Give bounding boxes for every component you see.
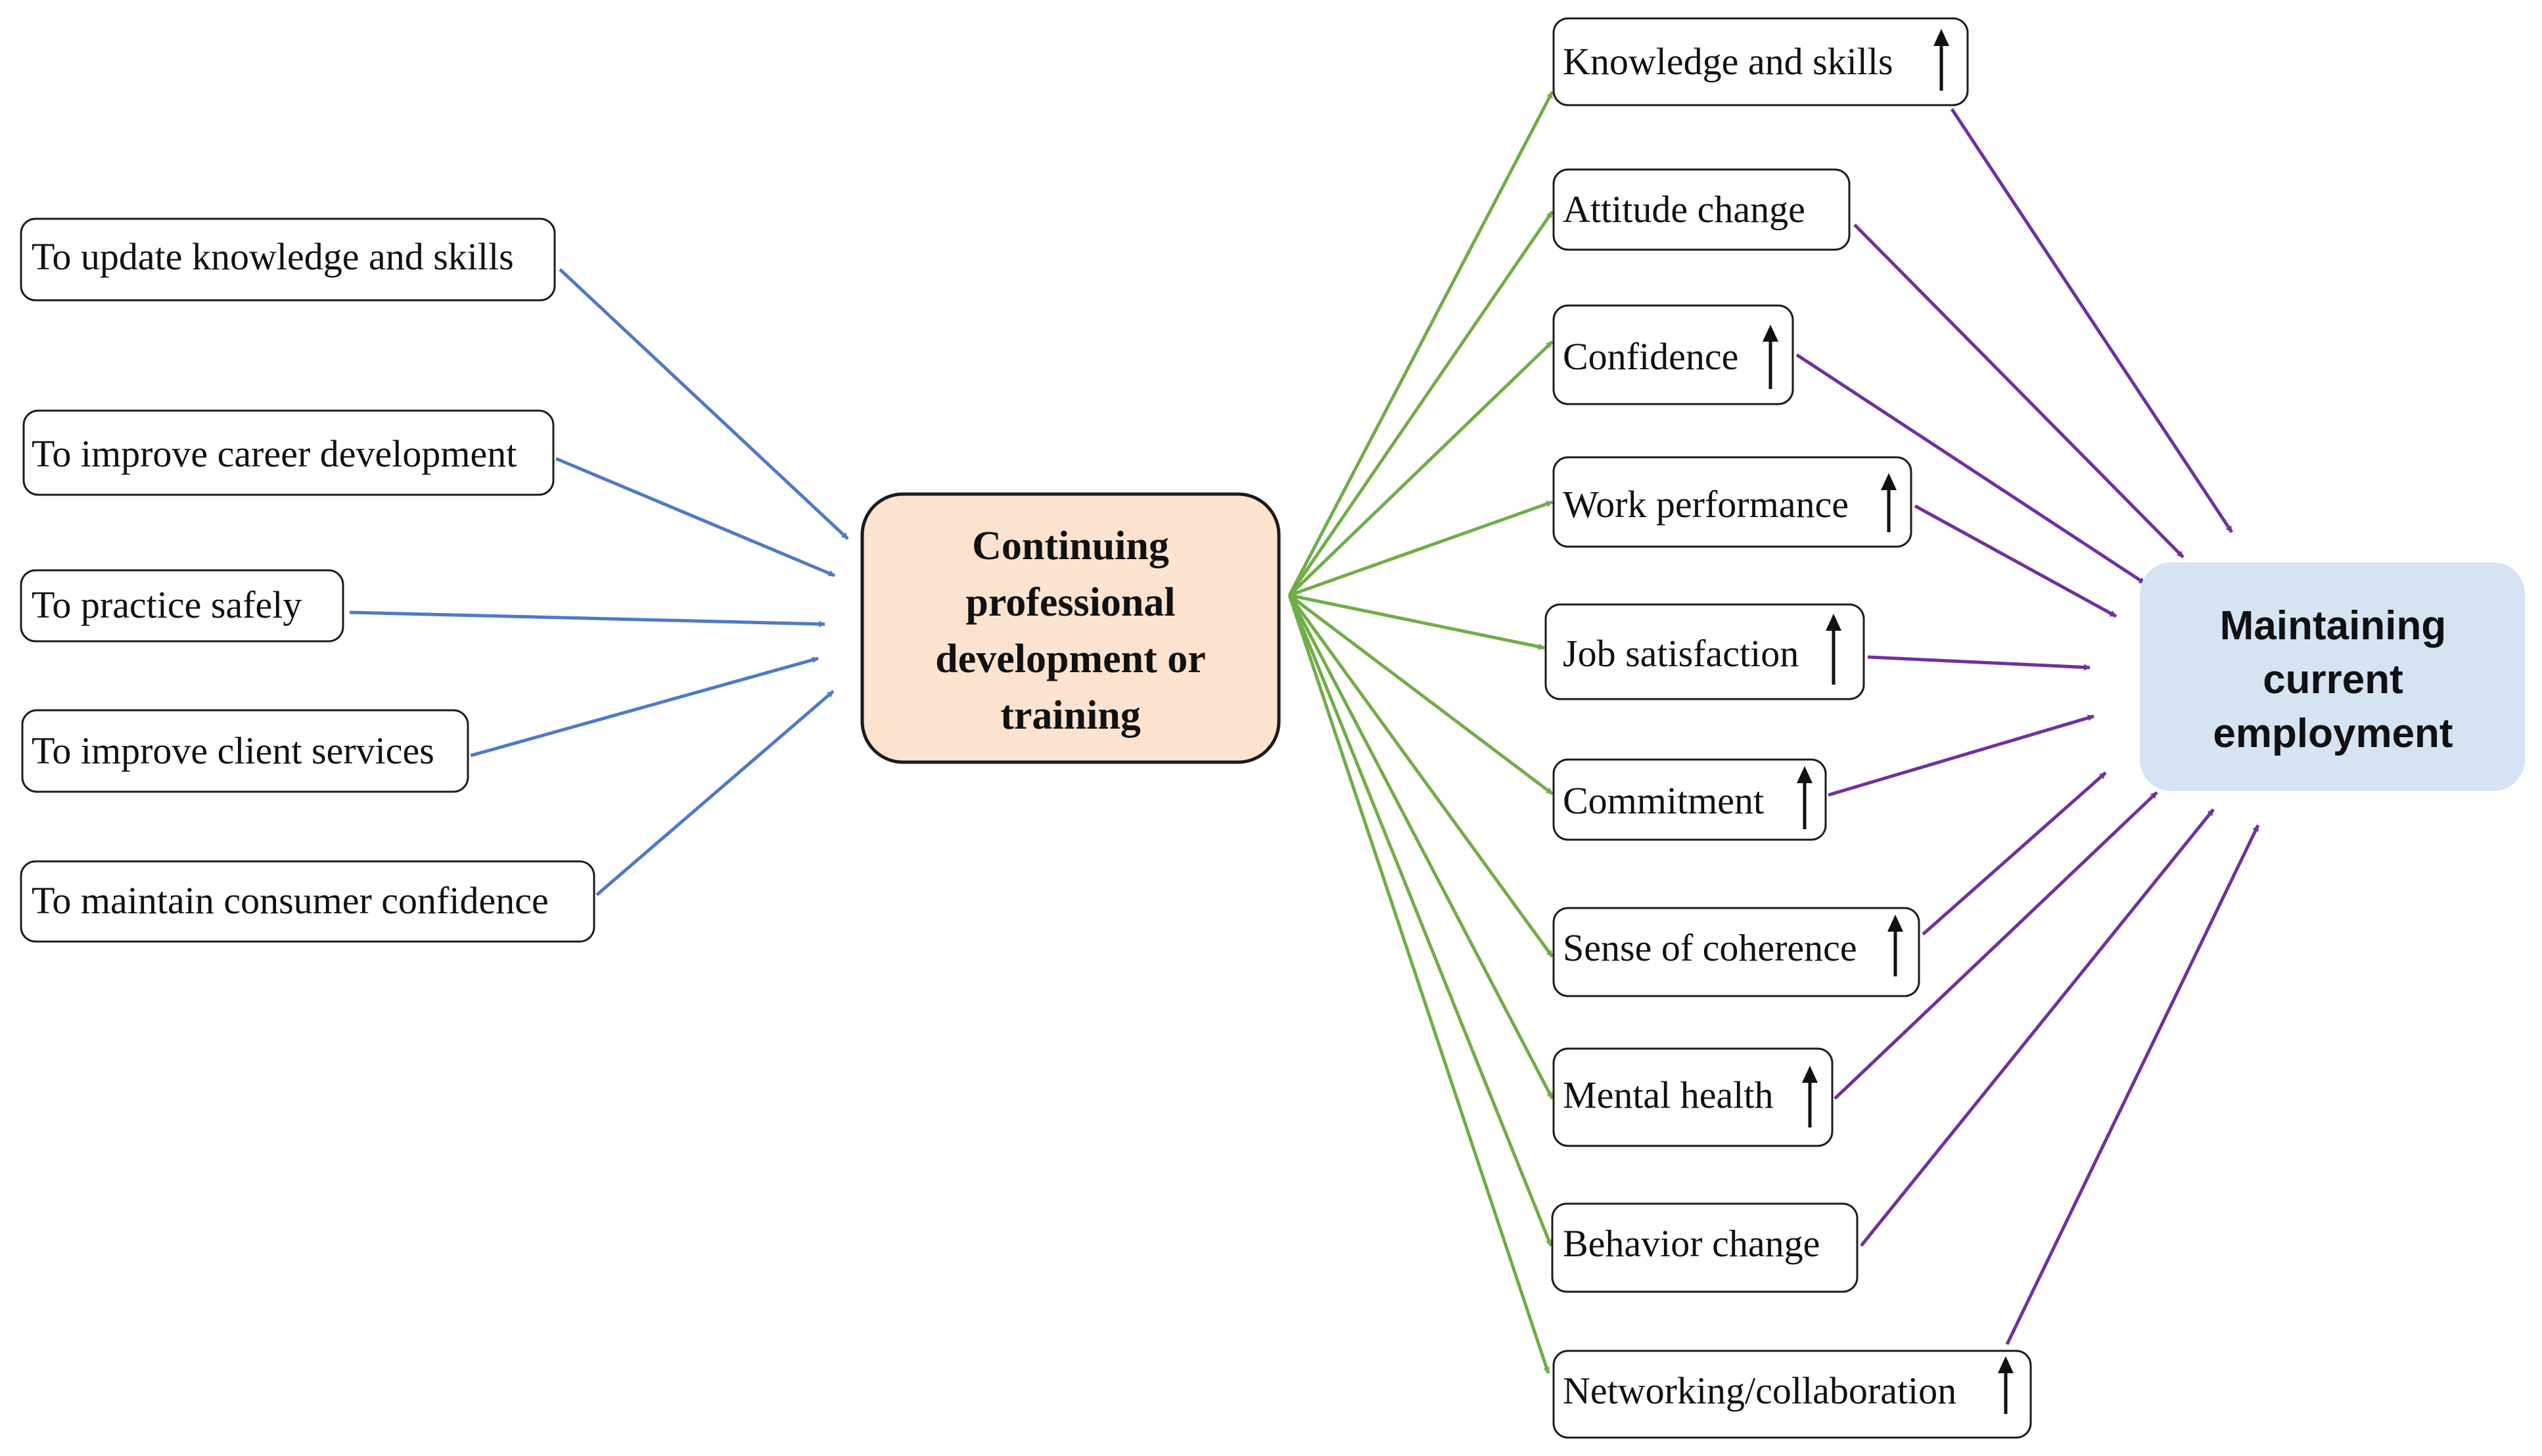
reason-box: To practice safely xyxy=(20,569,344,643)
effect-label: Mental health xyxy=(1563,1074,1774,1116)
effect-arrow xyxy=(1287,595,1553,1246)
effect-label: Knowledge and skills xyxy=(1563,40,1893,83)
effects-column: Knowledge and skills Attitude change Con… xyxy=(1544,17,2032,1439)
effect-box: Networking/collaboration xyxy=(1552,1350,2032,1439)
outcome-arrow xyxy=(1922,771,2107,936)
effect-arrow xyxy=(1288,594,1554,795)
center-line: training xyxy=(1000,693,1141,738)
effect-arrow xyxy=(1287,210,1554,597)
effect-label: Attitude change xyxy=(1563,188,1805,231)
effect-label: Behavior change xyxy=(1563,1222,1820,1265)
reason-box: To improve client services xyxy=(21,709,469,793)
reasons-column: To update knowledge and skills To improv… xyxy=(20,217,595,943)
connector-arrows xyxy=(349,91,2260,1374)
up-arrow-icon xyxy=(1797,766,1813,829)
effect-box: Confidence xyxy=(1552,304,1794,405)
up-arrow-icon xyxy=(1887,915,1903,976)
outcome-arrow xyxy=(1867,655,2091,671)
reason-arrow xyxy=(555,457,835,578)
effect-box: Work performance xyxy=(1552,456,1912,548)
effect-arrow xyxy=(1289,593,1545,650)
outcome-arrow xyxy=(1853,223,2184,558)
outcome-arrow xyxy=(1914,504,2117,618)
reason-label: To practice safely xyxy=(32,583,302,626)
effect-arrow xyxy=(1287,594,1554,958)
outcome-arrow xyxy=(1950,108,2234,534)
outcome-arrow xyxy=(1860,808,2215,1247)
effect-box: Mental health xyxy=(1552,1047,1834,1147)
up-arrow-icon xyxy=(1763,325,1778,389)
reason-box: To update knowledge and skills xyxy=(20,217,556,302)
outcome-arrow xyxy=(2005,824,2260,1346)
reason-arrow xyxy=(349,610,825,627)
outcome-arrow xyxy=(1795,353,2146,585)
reason-label: To improve career development xyxy=(32,432,517,475)
reason-box: To improve career development xyxy=(22,409,555,496)
effect-arrow xyxy=(1288,340,1554,597)
up-arrow-icon xyxy=(1802,1066,1818,1127)
outcome-arrow xyxy=(1834,791,2158,1100)
effect-label: Job satisfaction xyxy=(1563,632,1799,675)
up-arrow-icon xyxy=(1881,473,1897,532)
outcome-node: Maintaining current employment xyxy=(2140,562,2525,791)
reason-label: To update knowledge and skills xyxy=(32,235,514,278)
outcome-line: Maintaining xyxy=(2220,603,2446,648)
effect-box: Commitment xyxy=(1552,758,1827,841)
reason-arrow xyxy=(595,690,835,896)
reason-arrow xyxy=(559,268,849,540)
effect-box: Knowledge and skills xyxy=(1552,17,1969,106)
center-line: development or xyxy=(935,637,1206,681)
outcome-line: current xyxy=(2263,657,2403,702)
center-line: Continuing xyxy=(972,524,1169,568)
effect-label: Networking/collaboration xyxy=(1563,1369,1956,1412)
up-arrow-icon xyxy=(1826,614,1841,685)
effect-box: Behavior change xyxy=(1551,1202,1859,1293)
effect-arrow xyxy=(1287,91,1554,597)
effect-box: Sense of coherence xyxy=(1552,907,1920,997)
effect-arrow xyxy=(1287,595,1550,1374)
effect-label: Sense of coherence xyxy=(1563,926,1857,969)
reason-arrow xyxy=(470,656,819,758)
effect-label: Work performance xyxy=(1563,483,1849,526)
effect-arrow xyxy=(1289,500,1553,597)
effect-label: Commitment xyxy=(1563,779,1764,822)
reason-box: To maintain consumer confidence xyxy=(20,860,595,943)
effect-box: Attitude change xyxy=(1552,168,1851,251)
up-arrow-icon xyxy=(1933,29,1949,91)
effect-arrow xyxy=(1287,594,1554,1100)
up-arrow-icon xyxy=(1998,1356,2014,1414)
outcome-line: employment xyxy=(2213,711,2453,756)
outcome-arrow xyxy=(1828,714,2094,797)
center-node: Continuing professional development or t… xyxy=(860,492,1281,764)
center-line: professional xyxy=(965,580,1175,625)
effect-label: Confidence xyxy=(1563,335,1738,378)
reason-label: To improve client services xyxy=(32,729,434,772)
effect-box: Job satisfaction xyxy=(1544,603,1865,700)
reason-label: To maintain consumer confidence xyxy=(32,879,549,922)
